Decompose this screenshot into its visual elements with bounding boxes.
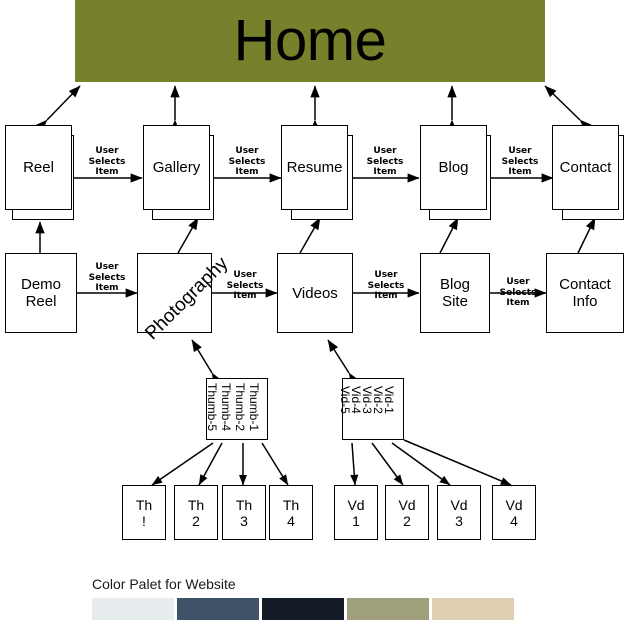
node-photography[interactable] <box>137 253 212 333</box>
node-contact-info-label-2: Info <box>572 293 598 310</box>
node-vid-2[interactable]: Vd 2 <box>385 485 429 540</box>
node-blog[interactable]: Blog <box>420 125 487 210</box>
caption-line-2: Selects <box>366 156 404 167</box>
caption-videos-blogsite: User Selects Item <box>363 270 409 302</box>
caption-line-3: Item <box>233 291 257 301</box>
node-contact-info-label-1: Contact <box>559 276 611 293</box>
caption-resume-blog: User Selects Item <box>362 146 408 178</box>
caption-line-3: Item <box>506 298 530 308</box>
caption-line-2: Selects <box>499 287 537 298</box>
caption-demoreel-photography: User Selects Item <box>84 262 130 294</box>
caption-line-2: Selects <box>501 156 539 167</box>
node-vid-1-label-2: 1 <box>352 512 360 529</box>
node-demo-reel-label-2: Reel <box>25 293 57 310</box>
palette-title: Color Palet for Website <box>92 576 236 592</box>
caption-line-3: Item <box>95 283 119 293</box>
caption-photography-videos: User Selects Item <box>222 270 268 302</box>
node-thumb-3-label-2: 3 <box>240 512 248 529</box>
caption-blogsite-contactinfo: User Selects Item <box>495 277 541 309</box>
node-thumb-1-label-2: ! <box>142 512 146 529</box>
caption-line-3: Item <box>374 291 398 301</box>
node-gallery[interactable]: Gallery <box>143 125 210 210</box>
node-thumb-1-label-1: Th <box>135 496 153 513</box>
page-title: Home <box>233 8 387 73</box>
caption-line-1: User <box>233 270 257 280</box>
caption-line-2: Selects <box>228 156 266 167</box>
node-videos-label: Videos <box>292 284 338 302</box>
swatch-pale-blue <box>92 598 174 620</box>
node-thumb-2[interactable]: Th 2 <box>174 485 218 540</box>
node-vid-3-label-1: Vd <box>450 496 468 513</box>
caption-gallery-resume: User Selects Item <box>224 146 270 178</box>
caption-line-1: User <box>508 146 532 156</box>
node-vid-2-label-2: 2 <box>403 512 411 529</box>
node-resume-label: Resume <box>286 159 343 176</box>
node-contact-label: Contact <box>559 159 612 176</box>
caption-line-1: User <box>506 277 530 287</box>
caption-line-2: Selects <box>226 280 264 291</box>
node-vid-group[interactable] <box>342 378 404 440</box>
swatch-sand-beige <box>432 598 514 620</box>
node-reel[interactable]: Reel <box>5 125 72 210</box>
swatch-slate-blue <box>177 598 259 620</box>
caption-line-1: User <box>235 146 259 156</box>
caption-line-3: Item <box>508 167 532 177</box>
node-resume[interactable]: Resume <box>281 125 348 210</box>
node-blog-site-label-2: Site <box>442 293 468 310</box>
node-vid-3-label-2: 3 <box>455 512 463 529</box>
caption-line-3: Item <box>235 167 259 177</box>
node-blog-site-label-1: Blog <box>439 276 471 293</box>
node-thumb-group[interactable] <box>206 378 268 440</box>
node-vid-2-label-1: Vd <box>398 496 416 513</box>
node-blog-label: Blog <box>438 159 469 176</box>
caption-line-2: Selects <box>367 280 405 291</box>
node-blog-site[interactable]: Blog Site <box>420 253 490 333</box>
node-thumb-3[interactable]: Th 3 <box>222 485 266 540</box>
node-vid-4-label-1: Vd <box>505 496 523 513</box>
caption-line-2: Selects <box>88 156 126 167</box>
caption-blog-contact: User Selects Item <box>497 146 543 178</box>
node-thumb-1[interactable]: Th ! <box>122 485 166 540</box>
home-header-box[interactable]: Home <box>75 0 545 82</box>
node-vid-1-label-1: Vd <box>347 496 365 513</box>
caption-line-3: Item <box>373 167 397 177</box>
node-vid-1[interactable]: Vd 1 <box>334 485 378 540</box>
node-demo-reel-label-1: Demo <box>20 276 61 293</box>
node-thumb-4-label-2: 4 <box>287 512 295 529</box>
caption-reel-gallery: User Selects Item <box>84 146 130 178</box>
node-vid-4-label-2: 4 <box>510 512 518 529</box>
node-contact[interactable]: Contact <box>552 125 619 210</box>
node-videos[interactable]: Videos <box>277 253 353 333</box>
node-vid-3[interactable]: Vd 3 <box>437 485 481 540</box>
caption-line-1: User <box>95 146 119 156</box>
caption-line-3: Item <box>95 167 119 177</box>
node-reel-label: Reel <box>23 159 54 176</box>
swatch-olive-sage <box>347 598 429 620</box>
node-thumb-2-label-1: Th <box>187 496 205 513</box>
node-vid-4[interactable]: Vd 4 <box>492 485 536 540</box>
swatch-near-black <box>262 598 344 620</box>
caption-line-1: User <box>95 262 119 272</box>
caption-line-2: Selects <box>88 272 126 283</box>
node-thumb-4-label-1: Th <box>282 496 300 513</box>
node-contact-info[interactable]: Contact Info <box>546 253 624 333</box>
node-thumb-2-label-2: 2 <box>192 512 200 529</box>
node-thumb-3-label-1: Th <box>235 496 253 513</box>
caption-line-1: User <box>374 270 398 280</box>
node-gallery-label: Gallery <box>152 159 201 176</box>
node-demo-reel[interactable]: Demo Reel <box>5 253 77 333</box>
caption-line-1: User <box>373 146 397 156</box>
node-thumb-4[interactable]: Th 4 <box>269 485 313 540</box>
